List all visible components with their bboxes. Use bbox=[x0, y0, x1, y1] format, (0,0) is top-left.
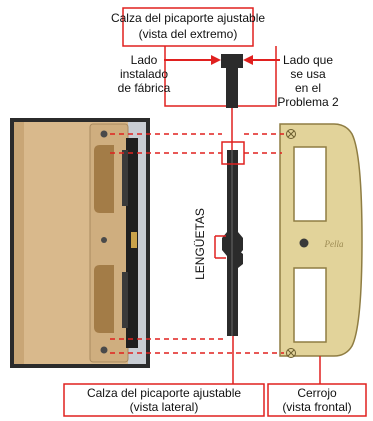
door-screw-bottom bbox=[100, 346, 108, 354]
bottom-right-line2: (vista frontal) bbox=[282, 400, 351, 414]
detail-callout-box bbox=[164, 46, 277, 107]
strike-logo: Pella bbox=[324, 239, 344, 249]
strike-screw-top-slot bbox=[287, 130, 295, 138]
right-side-line4: Problema 2 bbox=[277, 95, 339, 109]
left-arrow-head bbox=[211, 55, 221, 65]
left-side-line1: Lado bbox=[131, 53, 158, 67]
bottom-left-box bbox=[63, 383, 265, 417]
top-callout-box bbox=[122, 7, 254, 47]
left-side-line2: instalado bbox=[120, 67, 168, 81]
door-edge bbox=[10, 118, 150, 368]
top-callout-line1: Calza del picaporte ajustable bbox=[111, 11, 265, 25]
shim-end-view bbox=[221, 54, 243, 108]
door-screw-top bbox=[100, 130, 108, 138]
right-arrow-head bbox=[243, 55, 253, 65]
top-callout-line2: (vista del extremo) bbox=[139, 27, 238, 41]
bottom-left-line2: (vista lateral) bbox=[130, 400, 199, 414]
bottom-left-line1: Calza del picaporte ajustable bbox=[87, 386, 241, 400]
left-side-line3: de fábrica bbox=[118, 81, 171, 95]
right-side-line1: Lado que bbox=[283, 53, 333, 67]
shim-side-view bbox=[222, 150, 243, 336]
tabs-label: LENGÜETAS bbox=[193, 208, 207, 280]
strike-screw-bottom-slot bbox=[287, 349, 295, 357]
door-screw-middle bbox=[101, 237, 107, 243]
bottom-right-box bbox=[267, 383, 367, 417]
right-side-line3: en el bbox=[295, 81, 321, 95]
strike-plate bbox=[279, 123, 363, 357]
right-side-line2: se usa bbox=[290, 67, 326, 81]
bottom-right-line1: Cerrojo bbox=[297, 386, 337, 400]
alignment-lines bbox=[110, 133, 284, 354]
